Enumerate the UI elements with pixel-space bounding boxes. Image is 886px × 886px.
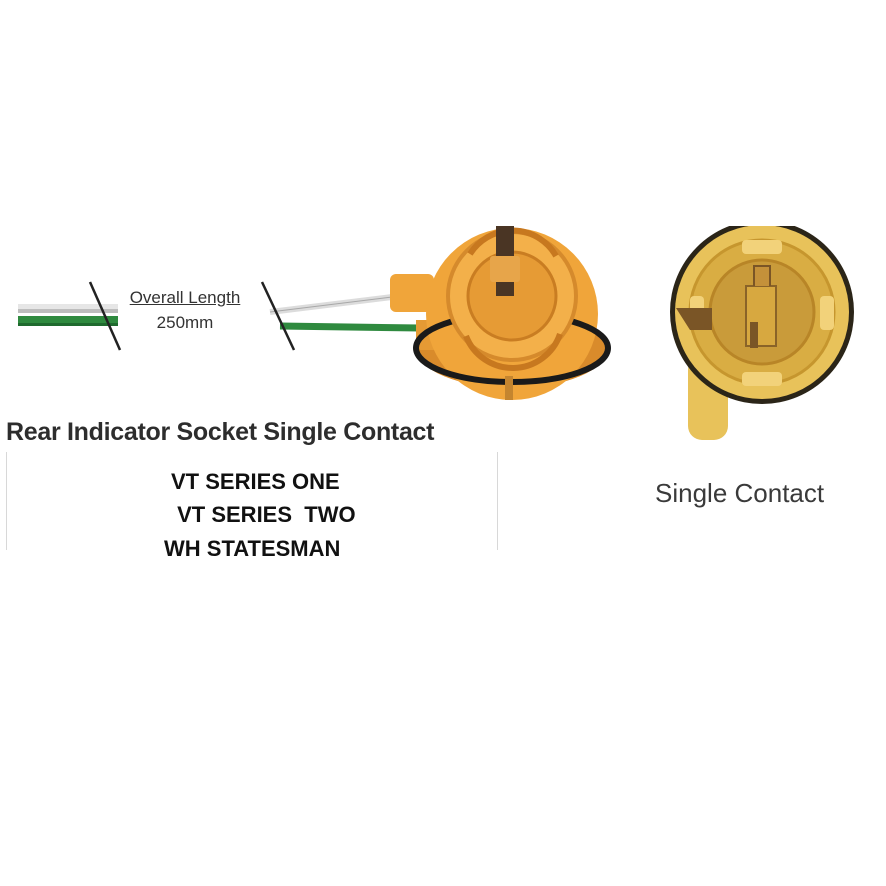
product-title: Rear Indicator Socket Single Contact [6, 418, 435, 446]
contact-type-label: Single Contact [655, 478, 825, 508]
socket-front-view [670, 226, 854, 440]
model-line: WH STATESMAN [164, 536, 341, 561]
socket-side-view [390, 226, 611, 400]
wire-bundle [18, 293, 421, 332]
compatible-models: VT SERIES ONE VT SERIES TWO WH STATESMAN [6, 452, 498, 561]
model-line: VT SERIES TWO [171, 502, 356, 527]
dimension-value: 250mm [156, 313, 214, 332]
model-line: VT SERIES ONE [171, 469, 340, 494]
break-marks [88, 281, 296, 351]
dimension-label: Overall Length [129, 288, 241, 307]
socket-photo [18, 226, 854, 440]
